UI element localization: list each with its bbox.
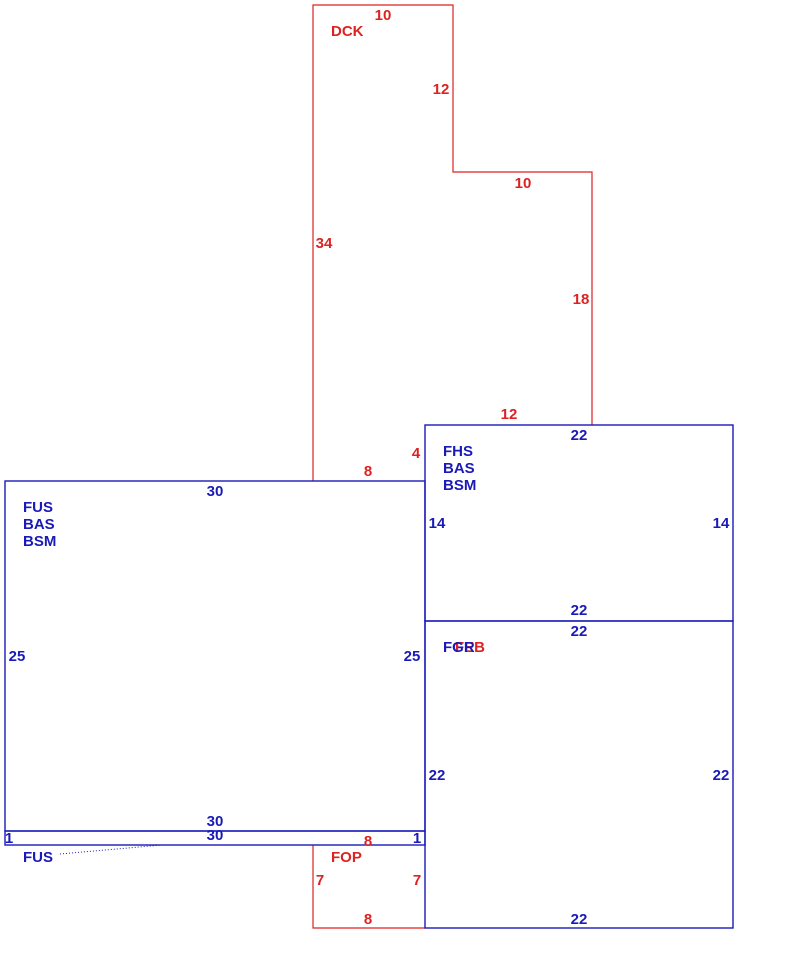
fus-dim-bottom: 30 [207,813,224,830]
fop-dim-bottom: 8 [364,911,372,928]
dck-dim-top: 10 [375,7,392,24]
dck-dim-lower-step: 4 [412,445,421,462]
fgr-label: FGR [443,639,475,656]
fus-dim-right: 25 [404,648,421,665]
fhs-dim-left: 14 [429,515,446,532]
fop-area [312,845,425,929]
fhs-label: FHS [443,443,473,460]
fop-label: FOP [331,849,362,866]
fgr-dim-left: 22 [429,767,446,784]
dck-dim-base: 8 [364,463,372,480]
dck-dim-step-top: 10 [515,175,532,192]
fus-label: FUS [23,499,53,516]
dck-area [312,4,593,481]
fop-dim-left: 7 [316,872,324,889]
dck-outline [312,4,593,481]
fop-dim-top: 8 [364,833,372,850]
fus-label-2: BAS [23,516,55,533]
fgr-dim-top: 22 [571,623,588,640]
fop-dim-right: 7 [413,872,421,889]
fhs-label-3: BSM [443,477,476,494]
fhs-dim-top: 22 [571,427,588,444]
dck-dim-bottom: 12 [501,406,518,423]
dck-label: DCK [331,23,364,40]
fus-strip-dim-right: 1 [413,830,421,847]
fgr-dim-bottom: 22 [571,911,588,928]
fgr-dim-right: 22 [713,767,730,784]
fhs-label-2: BAS [443,460,475,477]
fgr-outline [424,620,734,929]
fus-dim-top: 30 [207,483,224,500]
fus-dim-left: 25 [9,648,26,665]
fus-strip-outline [4,830,426,846]
dck-dim-left: 34 [316,235,333,252]
fhs-dim-bottom: 22 [571,602,588,619]
fhs-dim-right: 14 [713,515,730,532]
fus-label-3: BSM [23,533,56,550]
dck-dim-right: 18 [573,291,590,308]
fgr-overlap-label-red: FEB [455,639,485,656]
fus-strip-dim-top: 30 [207,827,224,844]
fus-strip-leader [59,844,163,855]
fus-main-outline [4,480,426,832]
dck-dim-step-side: 12 [433,81,450,98]
fop-outline [312,845,425,929]
fus-strip-dim-left: 1 [5,830,13,847]
fus-strip-label: FUS [23,849,53,866]
